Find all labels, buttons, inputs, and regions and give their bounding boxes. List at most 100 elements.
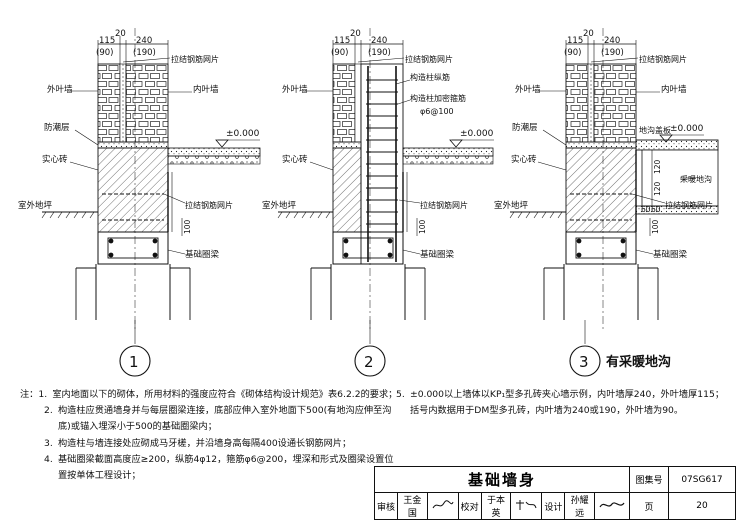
detail-2-label-column-rebar: 构造柱纵筋 <box>410 72 450 82</box>
detail-2-dim-total: 20 <box>350 29 361 39</box>
detail-3-dim-total: 20 <box>583 29 594 39</box>
detail-3-dim-120b: 120 <box>653 181 662 196</box>
detail-2-number-circle <box>354 345 386 377</box>
detail-2-solid-brick-wall <box>332 147 362 233</box>
detail-3-outer-leaf <box>565 63 589 143</box>
detail-2-floor-slab <box>402 147 494 157</box>
detail-3-trench-cover <box>635 139 719 151</box>
detail-1-label-tie-mesh-bottom: 拉结钢筋网片 <box>185 200 233 210</box>
detail-2-stirrups <box>366 79 398 225</box>
detail-1-label-outer-leaf: 外叶墙 <box>47 84 73 95</box>
detail-2-number: 2 <box>364 353 374 371</box>
detail-3-label-foundation-beam: 基础圈梁 <box>653 249 688 260</box>
note-2: 2.构造柱应贯通墙身并与每层圈梁连接，底部应伸入室外地面下500(有地沟应伸至沟 <box>44 405 392 417</box>
detail-1-dim-outer: 115 <box>99 36 115 46</box>
detail-3-label-trench-cover: 地沟盖板 <box>639 125 671 135</box>
detail-3-label-tie-mesh-top: 拉结钢筋网片 <box>639 54 687 64</box>
atlas-number: 07SG617 <box>668 466 736 493</box>
detail-2-dim-outer: 115 <box>334 36 350 46</box>
atlas-label: 图集号 <box>629 466 669 493</box>
detail-3-number: 3 <box>579 353 589 371</box>
detail-3-dim-60b: 60 <box>651 205 661 214</box>
detail-2-label-solid-brick: 实心砖 <box>282 154 308 165</box>
detail-3-top-dimensions: 20 115 240 (90) (190) <box>564 29 637 64</box>
detail-1-number: 1 <box>129 353 139 371</box>
detail-1-inner-leaf <box>125 63 169 143</box>
page-label: 页 <box>629 492 669 520</box>
page-number: 20 <box>668 492 736 520</box>
detail-1-damp-proof-course <box>97 141 169 149</box>
detail-3-label-damp-proof: 防潮层 <box>512 122 538 133</box>
detail-3-label-outdoor-ground: 室外地坪 <box>494 200 529 211</box>
detail-3-dim-60a: 60 <box>641 205 651 214</box>
notes-right: 5.±0.000以上墙体以KP₁型多孔砖夹心墙示例，内叶墙厚240，外叶墙厚11… <box>396 387 736 419</box>
detail-2-label-tie-mesh-top: 拉结钢筋网片 <box>405 54 453 64</box>
detail-3-dim-inner: 240 <box>604 36 620 46</box>
detail-2-top-dimensions: 20 115 240 (90) (190) <box>331 29 404 64</box>
detail-2-dim-inner-alt: (190) <box>368 48 391 58</box>
detail-3-caption: 有采暖地沟 <box>606 354 671 370</box>
detail-3-label-solid-brick: 实心砖 <box>511 154 537 165</box>
detail-3-label-outer-leaf: 外叶墙 <box>515 84 541 95</box>
detail-2-label-foundation-beam: 基础圈梁 <box>420 249 455 260</box>
detail-3-foundation-beam <box>565 231 637 265</box>
detail-2-foundation-beam <box>332 231 404 265</box>
note-3: 3.构造柱与墙连接处应砌成马牙槎，并沿墙身高每隔400设通长钢筋网片； <box>44 437 352 449</box>
detail-1-label-damp-proof: 防潮层 <box>44 122 70 133</box>
detail-2-label-tie-mesh-bottom: 拉结钢筋网片 <box>420 200 468 210</box>
detail-3-dim-inner-alt: (190) <box>601 48 624 58</box>
detail-1-dim-inner-alt: (190) <box>133 48 156 58</box>
detail-3-label-heating-trench: 采暖地沟 <box>680 174 712 184</box>
detail-3-dim-outer: 115 <box>567 36 583 46</box>
detail-2-elevation: ±0.000 <box>460 129 494 139</box>
detail-1-label-tie-mesh-top: 拉结钢筋网片 <box>171 54 219 64</box>
detail-3-solid-brick-wall <box>565 147 637 233</box>
detail-3-dim-outer-alt: (90) <box>564 48 581 58</box>
notes-left: 注：1.室内地面以下的砌体，所用材料的强度应符合《砌体结构设计规范》表6.2.2… <box>20 387 397 484</box>
detail-2-dim-outer-alt: (90) <box>331 48 348 58</box>
detail-1-cavity <box>119 63 127 143</box>
detail-3-dim-100: 100 <box>651 219 660 234</box>
detail-3-inner-leaf <box>593 63 637 143</box>
detail-1-foundation-beam <box>97 231 169 265</box>
note-5: 5.±0.000以上墙体以KP₁型多孔砖夹心墙示例，内叶墙厚240，外叶墙厚11… <box>396 389 725 400</box>
note-5-cont: 括号内数据用于DM型多孔砖，内叶墙为240或190，外叶墙为90。 <box>410 405 684 417</box>
detail-2-label-outer-leaf: 外叶墙 <box>282 84 308 95</box>
detail-2: 20 115 240 (90) (190) <box>262 28 494 377</box>
note-4-cont: 置按单体工程设计； <box>58 470 141 482</box>
detail-1-dim-inner: 240 <box>136 36 152 46</box>
detail-1: 20 115 240 (90) (190) <box>18 28 261 377</box>
detail-1-label-inner-leaf: 内叶墙 <box>193 84 219 95</box>
note-2-cont: 底)或锚入埋深小于500的基础圈梁内； <box>58 421 217 433</box>
detail-1-dim-outer-alt: (90) <box>96 48 113 58</box>
title-block: 基础墙身 图集号 07SG617 审核 王金国 校对 于本英 设计 孙耀远 页 … <box>374 466 736 520</box>
detail-3-number-circle <box>569 345 601 377</box>
detail-2-label-stirrup-spec: φ6@100 <box>420 107 454 116</box>
note-4: 4.基础圈梁截面高度应≥200，纵筋4φ12，箍筋φ6@200，埋深和形式及圈梁… <box>44 453 394 465</box>
detail-2-outer-leaf <box>332 63 356 143</box>
detail-3: 20 115 240 (90) (190) 120 120 60 60 <box>494 28 719 377</box>
detail-1-elevation: ±0.000 <box>226 129 260 139</box>
checker-signature <box>510 492 543 520</box>
designer-name: 孙耀远 <box>564 492 595 520</box>
detail-3-dim-120a: 120 <box>653 159 662 174</box>
notes-prefix: 注： <box>20 389 39 400</box>
designer-signature <box>594 492 630 520</box>
review-label: 审核 <box>374 492 398 520</box>
detail-1-top-dimensions: 20 115 240 (90) (190) <box>96 29 169 64</box>
reviewer-signature <box>426 492 459 520</box>
detail-1-number-circle <box>119 345 151 377</box>
detail-1-label-solid-brick: 实心砖 <box>42 154 68 165</box>
drawing-title: 基础墙身 <box>374 466 630 493</box>
detail-1-floor-slab <box>167 147 261 157</box>
detail-1-dim-100: 100 <box>183 219 192 234</box>
detail-2-label-column-stirrup: 构造柱加密箍筋 <box>410 93 466 103</box>
detail-3-label-tie-mesh-bottom: 拉结钢筋网片 <box>665 200 713 210</box>
design-label: 设计 <box>541 492 566 520</box>
detail-3-label-inner-leaf: 内叶墙 <box>661 84 687 95</box>
detail-3-elevation: ±0.000 <box>670 124 704 134</box>
detail-1-label-outdoor-ground: 室外地坪 <box>18 200 53 211</box>
check-label: 校对 <box>457 492 482 520</box>
detail-2-dim-inner: 240 <box>371 36 387 46</box>
